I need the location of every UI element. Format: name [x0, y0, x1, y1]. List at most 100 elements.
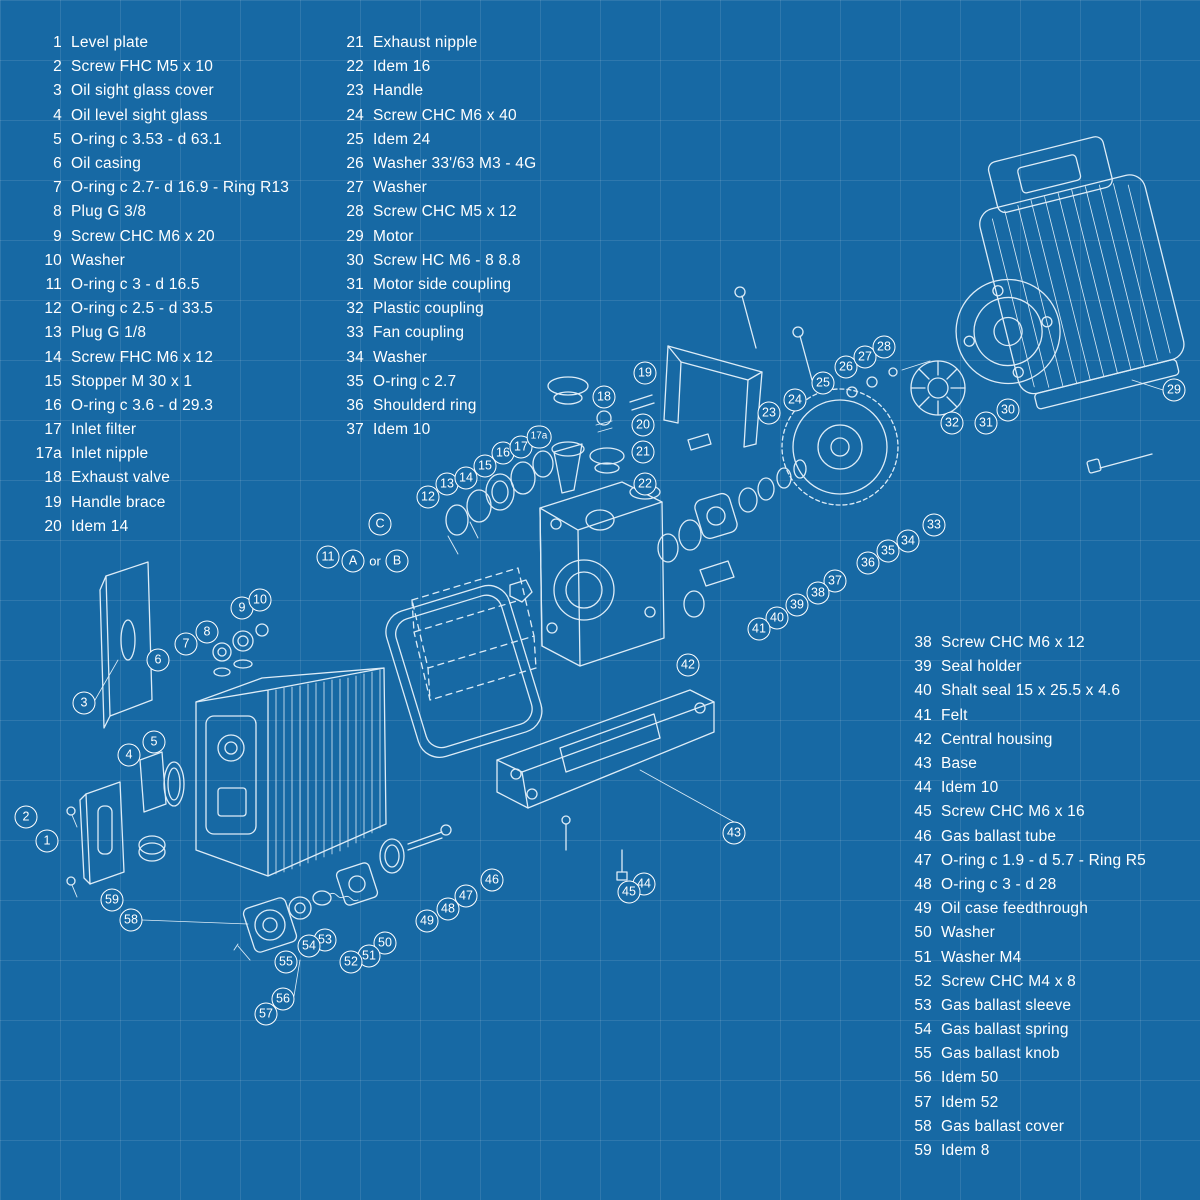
part-number: 55	[914, 1045, 932, 1063]
part-label: Idem 50	[941, 1069, 999, 1087]
part-label: Oil sight glass cover	[71, 82, 214, 100]
part-label: Exhaust valve	[71, 469, 171, 487]
small-plate-drawing	[509, 579, 533, 603]
part-number: 57	[914, 1093, 932, 1111]
part-label: Idem 10	[373, 421, 431, 439]
central-housing-drawing	[539, 481, 665, 667]
seal-row-drawing	[657, 459, 807, 618]
parts-list-item: 12 O-ring c 2.5 - d 33.5	[28, 297, 289, 321]
part-label: Screw CHC M4 x 8	[941, 972, 1076, 990]
part-label: Oil case feedthrough	[941, 900, 1089, 918]
part-number: 20	[44, 517, 62, 535]
part-label: Washer	[373, 348, 428, 366]
handle-drawing	[663, 345, 763, 448]
part-number: 18	[44, 469, 62, 487]
part-number: 30	[346, 251, 364, 269]
part-number: 23	[346, 82, 364, 100]
part-label: Handle	[373, 82, 424, 100]
inlet-parts-drawing	[445, 450, 554, 555]
part-number: 52	[914, 972, 932, 990]
part-label: O-ring c 2.7	[373, 372, 457, 390]
part-number: 8	[53, 203, 62, 221]
part-number: 43	[914, 755, 932, 773]
oil-casing-drawing	[195, 667, 387, 877]
part-label: Shalt seal 15 x 25.5 x 4.6	[941, 682, 1121, 700]
leader-lines	[94, 379, 1164, 997]
level-plate-drawing	[66, 781, 125, 898]
part-label: Washer	[71, 251, 126, 269]
parts-list-item: 39 Seal holder	[898, 655, 1146, 679]
plug-parts-drawing	[212, 623, 269, 677]
part-label: Screw CHC M6 x 12	[941, 634, 1085, 652]
part-number: 11	[45, 275, 62, 293]
parts-list-item: 20 Idem 14	[28, 515, 289, 539]
part-label: Shoulderd ring	[373, 396, 477, 414]
part-number: 42	[914, 730, 932, 748]
part-number: 28	[346, 203, 364, 221]
part-number: 49	[914, 900, 932, 918]
part-number: 10	[44, 251, 62, 269]
part-number: 54	[914, 1021, 932, 1039]
part-label: Idem 14	[71, 517, 129, 535]
part-number: 5	[53, 130, 62, 148]
part-label: O-ring c 3.6 - d 29.3	[71, 396, 214, 414]
part-label: Oil level sight glass	[71, 106, 208, 124]
part-label: Seal holder	[941, 658, 1022, 676]
part-label: Handle brace	[71, 493, 166, 511]
part-label: O-ring c 2.5 - d 33.5	[71, 300, 214, 318]
part-number: 40	[914, 682, 932, 700]
part-number: 31	[346, 275, 364, 293]
part-number: 32	[346, 300, 364, 318]
parts-list-item: 10 Washer	[28, 249, 289, 273]
part-number: 14	[44, 348, 62, 366]
part-number: 39	[914, 658, 932, 676]
part-number: 15	[44, 372, 62, 390]
part-number: 12	[44, 300, 62, 318]
part-number: 17a	[35, 445, 62, 463]
part-number: 33	[346, 324, 364, 342]
part-label: Washer	[373, 179, 428, 197]
part-label: Washer M4	[941, 948, 1022, 966]
part-label: Idem 52	[941, 1093, 999, 1111]
motor-drawing	[955, 136, 1185, 410]
parts-list-item: 52 Screw CHC M4 x 8	[898, 970, 1146, 994]
part-number: 2	[53, 58, 62, 76]
part-number: 17	[44, 421, 62, 439]
part-number: 48	[914, 875, 932, 893]
part-label: Gas ballast sleeve	[941, 996, 1072, 1014]
part-number: 41	[914, 706, 932, 724]
part-label: Central housing	[941, 730, 1053, 748]
part-number: 24	[346, 106, 364, 124]
part-label: O-ring c 1.9 - d 5.7 - Ring R5	[941, 851, 1146, 869]
part-number: 46	[914, 827, 932, 845]
part-label: Idem 10	[941, 779, 999, 797]
